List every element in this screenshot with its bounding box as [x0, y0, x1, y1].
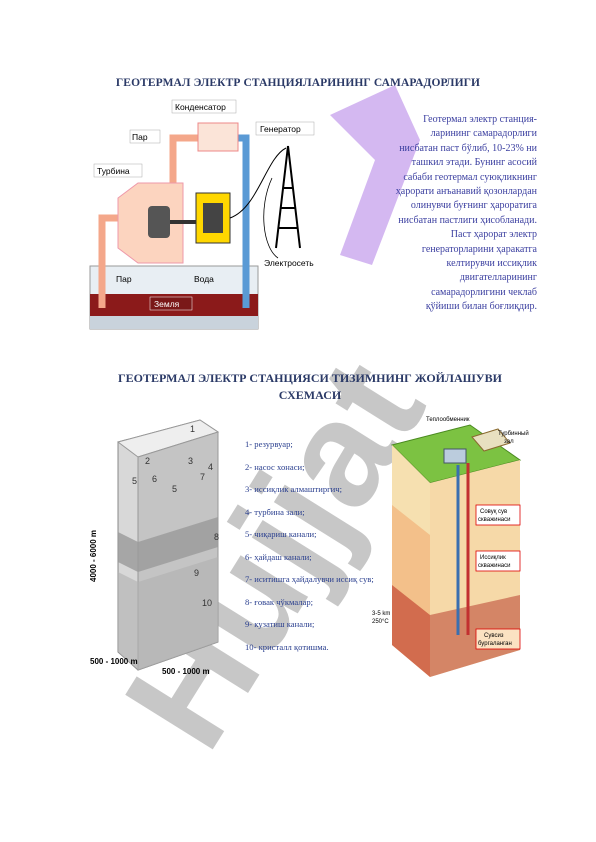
para-line: ларининг самарадорлиги — [430, 128, 537, 140]
label-heat-exchanger: Теплообменник — [426, 417, 470, 423]
para-line: қўйиши билан боғлиқдир. — [425, 301, 537, 313]
label-water: Вода — [194, 274, 214, 284]
para-line: нисбатан пастлиги ҳисобланади. — [398, 214, 537, 226]
label-dry-rock-1: Сувсиз — [484, 633, 504, 639]
label-hot-well-1: Иссиқлик — [480, 555, 506, 561]
num-label: 7 — [200, 472, 205, 482]
num-label: 2 — [145, 456, 150, 466]
legend-list: 1- резурвуар; 2- насос хонаси; 3- иссиқл… — [245, 438, 405, 663]
power-plant-diagram: Конденсатор Генератор Пар Турбина Пар Во… — [89, 99, 314, 330]
num-label: 1 — [190, 424, 195, 434]
num-label: 5 — [132, 476, 137, 486]
para-line: келтирувчи иссиқлик — [446, 258, 538, 270]
watermark-shape — [330, 85, 420, 265]
section-title-line: СХЕМАСИ — [278, 388, 342, 402]
label-cold-well-2: скважинаси — [478, 517, 510, 523]
section-title: ГЕОТЕРМАЛ ЭЛЕКТР СТАНЦИЯСИ ТИЗИМНИНГ ЖОЙ… — [100, 370, 520, 404]
para-line: двигателларининг — [459, 272, 537, 284]
legend-item: 9- кузатиш канали; — [245, 619, 315, 629]
label-earth: Земля — [154, 299, 180, 309]
para-line: самарадорлигини чеклаб — [431, 286, 537, 298]
para-line: нисбатан паст бўлиб, 10-23% ни — [399, 142, 537, 154]
para-line: ташкил этади. Бунинг асосий — [411, 157, 537, 169]
label-turbine: Турбина — [97, 166, 130, 176]
para-line: Паст ҳарорат электр — [450, 229, 537, 241]
cross-section-diagram: Теплообменник Турбинный зал Совуқ сув ск… — [372, 417, 529, 677]
top-title: ГЕОТЕРМАЛ ЭЛЕКТР СТАНЦИЯЛАРИНИНГ САМАРАД… — [115, 77, 481, 89]
para-line: олинувчи буғнинг ҳароратига — [410, 200, 537, 212]
label-cold-well-1: Совуқ сув — [480, 509, 507, 515]
width-right-label: 500 - 1000 m — [162, 667, 210, 676]
num-label: 6 — [152, 474, 157, 484]
num-label: 9 — [194, 568, 199, 578]
num-label: 8 — [214, 532, 219, 542]
para-line: сабаби геотермал суюқликнинг — [403, 171, 537, 183]
num-label: 10 — [202, 598, 212, 608]
width-left-label: 500 - 1000 m — [90, 657, 138, 666]
label-depth: 3-5 km — [372, 611, 390, 617]
num-label: 3 — [188, 456, 193, 466]
num-label: 5 — [172, 484, 177, 494]
label-turbine-hall-1: Турбинный — [498, 430, 529, 437]
legend-item: 2- насос хонаси; — [245, 461, 305, 472]
legend-item: 7- иситишга ҳайдалувчи иссиқ сув; — [245, 574, 374, 584]
legend-item: 4- турбина зали; — [245, 506, 305, 517]
legend-item: 1- резурвуар; — [245, 439, 293, 449]
depth-label: 4000 - 6000 m — [90, 530, 98, 582]
para-line: Геотермал электр станция- — [423, 114, 537, 125]
section-title-line: ГЕОТЕРМАЛ ЭЛЕКТР СТАНЦИЯСИ ТИЗИМНИНГ ЖОЙ… — [118, 371, 502, 385]
label-steam-bottom: Пар — [116, 274, 132, 284]
label-steam-top: Пар — [132, 132, 148, 142]
label-temp: 250°C — [372, 619, 389, 625]
legend-item: 8- ғовак чўкмалар; — [245, 596, 314, 607]
label-grid: Электросеть — [264, 258, 314, 268]
legend-item: 6- ҳайдаш канали; — [245, 551, 312, 562]
block-diagram: 4000 - 6000 m 500 - 1000 m 500 - 1000 m … — [90, 419, 220, 676]
label-generator: Генератор — [260, 124, 301, 134]
label-condenser: Конденсатор — [175, 102, 226, 112]
legend-item: 10- кристалл қотишма. — [245, 641, 329, 652]
legend-item: 3- иссиқлик алмаштиргич; — [245, 484, 342, 494]
para-line: генераторларини ҳаракатга — [421, 243, 537, 255]
label-dry-rock-2: бургаланган — [478, 641, 512, 647]
label-hot-well-2: скважинаси — [478, 563, 510, 569]
efficiency-paragraph: Геотермал электр станция- ларининг самар… — [362, 113, 537, 315]
num-label: 4 — [208, 462, 213, 472]
para-line: ҳарорати анъанавий қозонлардан — [395, 186, 537, 198]
legend-item: 5- чиқариш канали; — [245, 529, 317, 539]
label-turbine-hall-2: зал — [504, 439, 514, 445]
